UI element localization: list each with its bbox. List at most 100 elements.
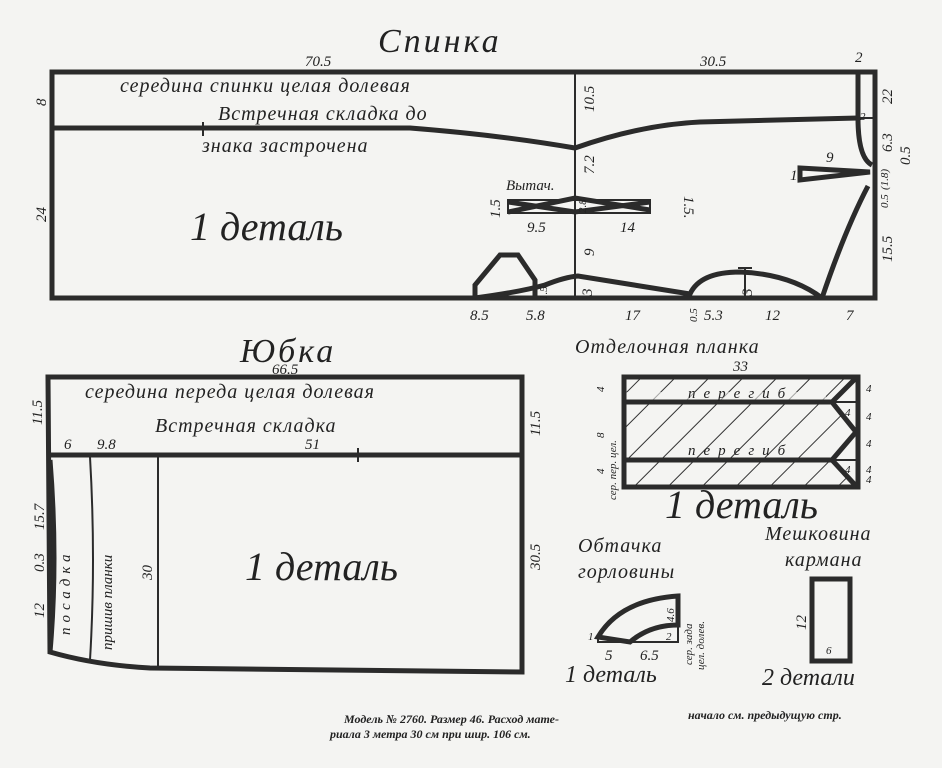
dim: 30.5 xyxy=(528,543,544,571)
dim: 5.8 xyxy=(526,308,545,324)
skirt-dimensions: 66.5 11.5 11.5 6 9.8 51 15.7 0.3 12 30 3… xyxy=(30,362,544,618)
dim: 0.5 xyxy=(898,146,914,165)
dim: 6 xyxy=(64,437,72,453)
dim: 22 xyxy=(880,89,896,105)
dim: 4 xyxy=(595,468,607,474)
skirt-pattern-piece: Юбка середина переда целая долевая Встре… xyxy=(30,333,544,675)
neck-facing-piece: Обтачка горловины 4.6 2 1 5 6.5 сер. зад… xyxy=(565,535,707,688)
dim: 4 xyxy=(866,411,872,423)
footer-continued: начало см. предыдущую стр. xyxy=(688,708,842,722)
dim: 7.2 xyxy=(582,155,598,174)
dim: 1 xyxy=(790,168,798,184)
back-outline xyxy=(49,69,878,301)
dim: 12 xyxy=(765,308,781,324)
dim: 9 xyxy=(582,248,598,256)
fold-label-top: перегиб xyxy=(688,386,793,402)
back-center-note: середина спинки целая долевая xyxy=(120,75,411,97)
back-pleat-note-2: знака застрочена xyxy=(201,135,369,157)
dim: 51 xyxy=(305,437,320,453)
dim: 4 xyxy=(845,407,851,419)
dim: 17 xyxy=(625,308,642,324)
skirt-center-note: середина переда целая долевая xyxy=(85,381,375,403)
placket-seam-label: пришив планки xyxy=(100,555,116,650)
placket-seam-line xyxy=(89,456,94,661)
dim: 11.5 xyxy=(528,410,544,436)
dim: 6.5 xyxy=(640,648,659,664)
footer-line-2: риала 3 метра 30 см при шир. 106 см. xyxy=(329,727,531,741)
facing-title-1: Обтачка xyxy=(578,535,662,557)
dim: 4 xyxy=(866,474,872,486)
placket-details-count: 1 деталь xyxy=(665,482,818,527)
facing-side-label-2: цел. долев. xyxy=(695,621,707,670)
dim: 4 xyxy=(595,386,607,392)
dim: 12 xyxy=(794,615,810,631)
dim: 33 xyxy=(732,359,748,375)
dim: 4 xyxy=(866,438,872,450)
dim: 7 xyxy=(846,308,855,324)
dim: 15.5 xyxy=(880,235,896,262)
facing-details-count: 1 деталь xyxy=(565,662,657,688)
dim: 70.5 xyxy=(305,54,332,70)
dim: 3 xyxy=(580,289,596,298)
dim: 30 xyxy=(140,565,156,582)
dim: 9 xyxy=(826,150,834,166)
skirt-title: Юбка xyxy=(239,333,336,370)
placket-dimensions: 33 4 8 4 4 4 4 4 4 4 4 xyxy=(595,359,872,486)
dim: 2 xyxy=(860,111,866,123)
back-pattern-piece: Спинка середина спинки целая долевая Вст… xyxy=(34,23,914,324)
dim: 1.5. xyxy=(680,196,696,219)
pocket-title-2: кармана xyxy=(785,549,863,571)
dim: 14 xyxy=(620,220,636,236)
dim: 2 xyxy=(855,50,863,66)
placket-chevron-edge xyxy=(828,376,860,488)
dim: 4 xyxy=(845,464,851,476)
dim: 5 xyxy=(605,648,613,664)
dim: 9.5 xyxy=(527,220,546,236)
facing-guide xyxy=(597,625,679,643)
dim: 4.6 xyxy=(665,608,677,622)
skirt-ease-edge xyxy=(47,459,57,653)
pocket-bag-piece: Мешковина кармана 12 6 2 детали xyxy=(762,523,872,691)
dim: 8.5 xyxy=(470,308,489,324)
belt-tab xyxy=(507,195,651,215)
fold-label-bottom: перегиб xyxy=(688,443,793,459)
back-details-count: 1 деталь xyxy=(190,204,343,249)
placket-title: Отделочная планка xyxy=(575,336,760,358)
skirt-outline xyxy=(45,374,525,675)
dim: 5.3 xyxy=(704,308,723,324)
dim: 30.5 xyxy=(699,54,727,70)
armhole-curve xyxy=(819,184,871,299)
dim: 24 xyxy=(34,207,50,223)
facing-outline xyxy=(593,593,681,645)
facing-title-2: горловины xyxy=(578,561,675,583)
dim: 15.7 xyxy=(32,502,48,530)
pocket-title-1: Мешковина xyxy=(764,523,872,545)
dim: 6.3 xyxy=(880,133,896,152)
dim: 66.5 xyxy=(272,362,299,378)
dim: 9.8 xyxy=(97,437,116,453)
back-title: Спинка xyxy=(378,23,502,60)
back-hem-curve xyxy=(474,269,824,301)
pocket-outline xyxy=(809,576,853,664)
dim: 1.5 xyxy=(538,286,550,300)
footer-line-1: Модель № 2760. Размер 46. Расход мате- xyxy=(343,712,559,726)
dim: 0.5 xyxy=(879,194,891,208)
dim: 1 xyxy=(588,631,594,643)
dim: 3 xyxy=(740,289,756,298)
dim: 0.5 xyxy=(688,308,700,322)
back-dimensions: 70.5 30.5 2 8 24 10.5 7.2 2.8 9 3 22 2 6… xyxy=(34,50,914,324)
dim: 1.5 xyxy=(488,199,504,218)
back-pleat-line xyxy=(52,115,859,151)
skirt-pleat-note: Встречная складка xyxy=(155,415,336,437)
placket-center-label: сер. пер. цел. xyxy=(607,440,619,500)
dim: 11.5 xyxy=(30,399,46,425)
dim: 10.5 xyxy=(582,85,598,112)
footer-caption: Модель № 2760. Размер 46. Расход мате- р… xyxy=(329,708,842,741)
dim: 8 xyxy=(34,98,50,106)
dim: 2.8 xyxy=(577,199,589,213)
belt-label: Вытач. xyxy=(506,178,555,194)
dim: 2 xyxy=(666,631,672,643)
dim: 0.3 xyxy=(32,553,48,572)
ease-label: посадка xyxy=(58,549,74,635)
